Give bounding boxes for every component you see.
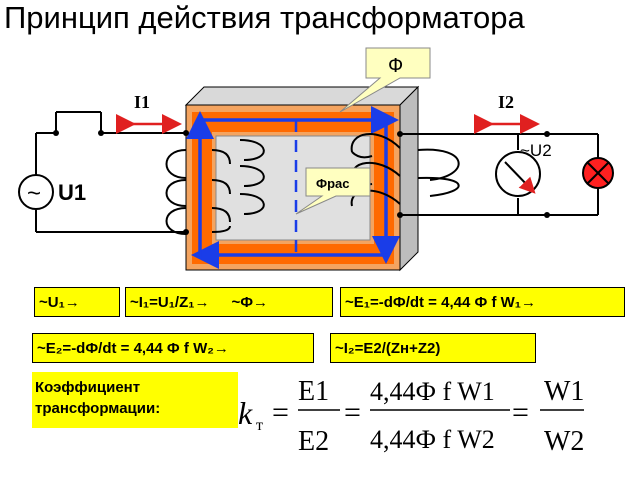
- secondary-voltage-label: ~U2: [520, 141, 552, 160]
- secondary-current-label: I2: [498, 92, 514, 112]
- box-i1-text: ~I₁=U₁/Z₁→: [130, 293, 210, 311]
- main-flux-path: [186, 106, 400, 269]
- magnetic-core: [184, 85, 420, 272]
- coefficient-caption: Коэффициент трансформации:: [32, 372, 238, 428]
- coefficient-caption-line2: трансформации:: [35, 400, 161, 417]
- voltmeter-icon: [495, 151, 541, 197]
- coefficient-caption-line1: Коэффициент: [35, 379, 141, 396]
- formula-eq3: =: [512, 396, 529, 429]
- formula-w2: W2: [544, 426, 584, 457]
- formula-eq1: =: [272, 396, 289, 429]
- leak-flux-callout: [295, 167, 371, 215]
- primary-winding: [165, 139, 265, 235]
- flux-callout: [339, 47, 431, 113]
- ac-source: [18, 174, 54, 210]
- box-e1: ~E₁=-dФ/dt = 4,44 Ф f W₁→: [340, 287, 625, 317]
- box-e2: ~E₂=-dФ/dt = 4,44 Ф f W₂→: [32, 333, 314, 363]
- box-i1-phi: ~I₁=U₁/Z₁→ ~Ф→: [125, 287, 333, 317]
- formula-e2: E2: [298, 426, 329, 457]
- lamp-icon: [582, 157, 614, 189]
- formula-mid-numerator: 4,44Ф f W1: [370, 377, 495, 406]
- formula-e1: E1: [298, 376, 329, 407]
- page-title: Принцип действия трансформатора: [4, 0, 525, 35]
- formula-w1: W1: [544, 376, 584, 407]
- secondary-circuit: [400, 133, 599, 216]
- source-voltage-label: U1: [58, 180, 86, 205]
- leak-flux-label: Фрас: [316, 176, 350, 191]
- formula-k: k: [238, 395, 253, 431]
- box-i2: ~I₂=E2/(Zн+Z2): [330, 333, 536, 363]
- formula-k-subscript: т: [256, 417, 263, 434]
- source-tilde-symbol: ~: [27, 180, 41, 207]
- box-u1: ~U₁→: [34, 287, 120, 317]
- primary-current-label: I1: [134, 92, 150, 112]
- formula-mid-denominator: 4,44Ф f W2: [370, 425, 495, 454]
- flux-label: Ф: [388, 55, 403, 77]
- formula-eq2: =: [344, 396, 361, 429]
- box-phi-text: ~Ф→: [231, 293, 269, 311]
